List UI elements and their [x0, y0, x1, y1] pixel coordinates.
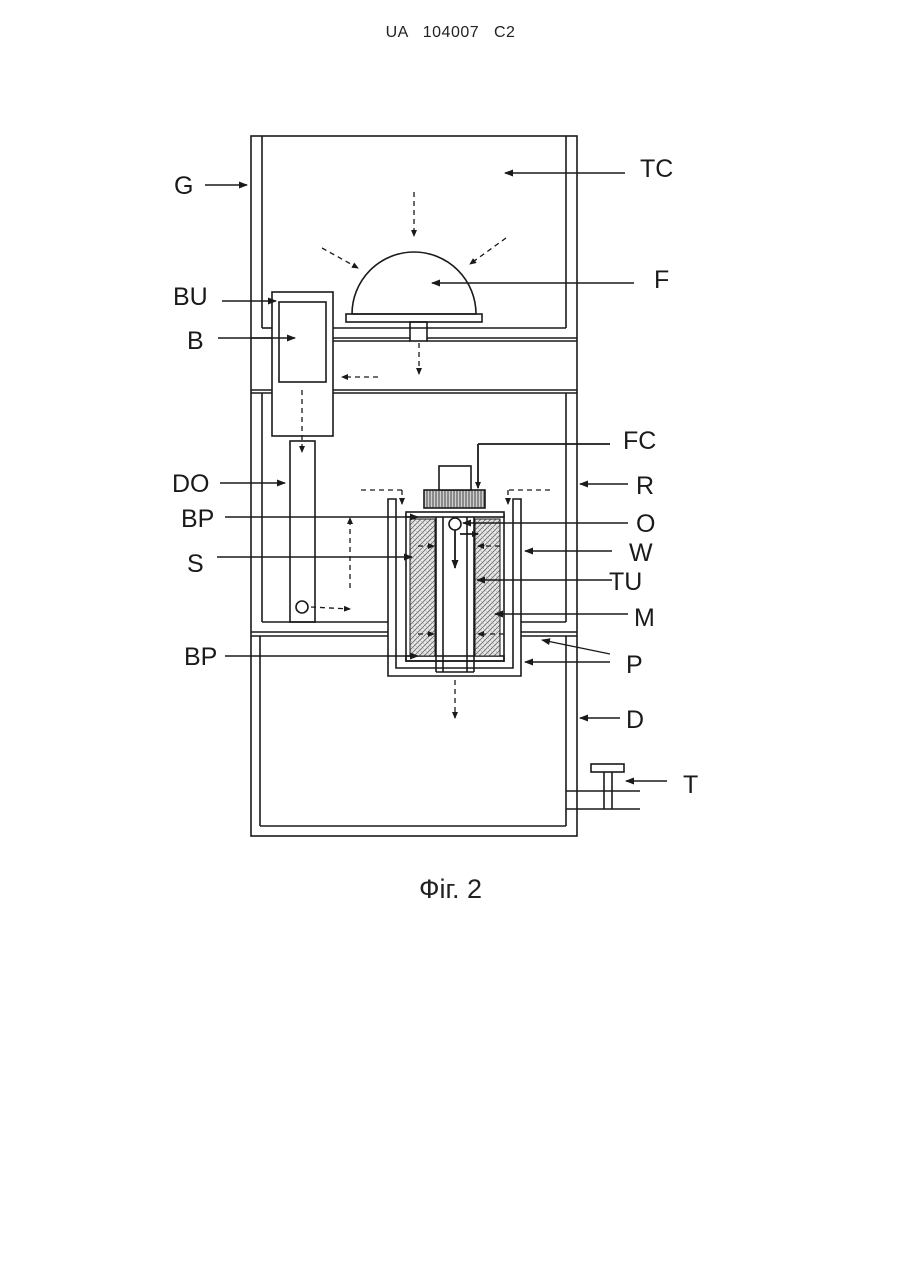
media-m-right — [475, 519, 500, 656]
figure-caption: Фіг. 2 — [0, 874, 901, 905]
outer-housing — [251, 136, 577, 836]
label-t: T — [683, 771, 698, 799]
label-w: W — [629, 539, 653, 567]
tube-do — [290, 441, 315, 622]
block-b — [279, 302, 326, 382]
tap-t-handle — [591, 764, 624, 772]
label-do: DO — [172, 470, 210, 498]
label-p: P — [626, 651, 643, 679]
label-bp-top: BP — [181, 505, 214, 533]
container-w — [388, 499, 521, 676]
label-g: G — [174, 172, 193, 200]
label-bu: BU — [173, 283, 208, 311]
label-tu: TU — [609, 568, 642, 596]
label-bp-bottom: BP — [184, 643, 217, 671]
cap-fc — [424, 490, 485, 508]
media-m-left — [410, 519, 435, 656]
label-f: F — [654, 266, 669, 294]
label-tc: TC — [640, 155, 673, 183]
label-fc: FC — [623, 427, 656, 455]
label-m: M — [634, 604, 655, 632]
label-s: S — [187, 550, 204, 578]
label-b: B — [187, 327, 204, 355]
unit-bu — [272, 292, 333, 436]
label-o: O — [636, 510, 655, 538]
label-d: D — [626, 706, 644, 734]
dome-base-plate — [346, 314, 482, 322]
label-r: R — [636, 472, 654, 500]
